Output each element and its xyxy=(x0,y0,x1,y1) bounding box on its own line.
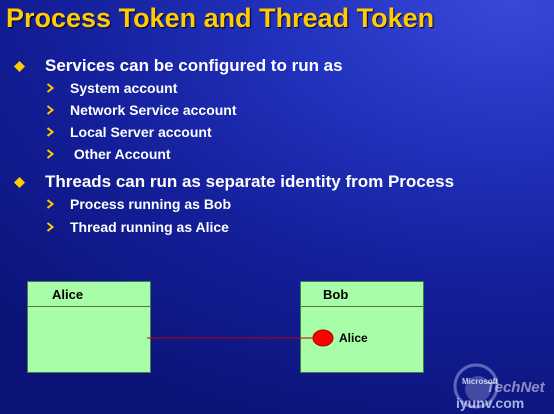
chevron-bullet-icon xyxy=(46,105,55,115)
watermark-line2: TechNet xyxy=(486,379,546,396)
chevron-bullet-icon xyxy=(46,222,55,232)
alice-box-label: Alice xyxy=(52,287,84,302)
bullet-text: Threads can run as separate identity fro… xyxy=(45,172,455,191)
subitem-text: Other Account xyxy=(70,146,171,162)
alice-token-box: Alice xyxy=(27,281,151,373)
subitem-text: Process running as Bob xyxy=(70,196,232,212)
chevron-bullet-icon xyxy=(46,83,55,93)
watermark-line1: Microsoft xyxy=(462,377,498,386)
chevron-bullet-icon xyxy=(46,149,55,159)
alice-box-header xyxy=(28,282,150,307)
bob-box-label: Bob xyxy=(323,287,349,302)
subitem-text: Thread running as Alice xyxy=(70,219,229,235)
bob-box-header xyxy=(301,282,423,307)
watermark-site: iyunv.com xyxy=(456,395,524,411)
chevron-bullet-icon xyxy=(46,199,55,209)
bullet-text: Services can be configured to run as xyxy=(45,56,343,75)
thread-label: Alice xyxy=(339,331,368,345)
subitem-text: Local Server account xyxy=(70,124,212,140)
thread-ellipse xyxy=(312,329,334,347)
subitem-text: Network Service account xyxy=(70,102,237,118)
technet-watermark-logo: Microsoft TechNet iyunv.com xyxy=(453,363,546,411)
bob-process-box: Bob xyxy=(300,281,424,373)
diamond-bullet-icon xyxy=(14,177,25,188)
diamond-bullet-icon xyxy=(14,61,25,72)
chevron-bullet-icon xyxy=(46,127,55,137)
subitem-text: System account xyxy=(70,80,178,96)
slide-title: Process Token and Thread Token xyxy=(6,3,435,33)
